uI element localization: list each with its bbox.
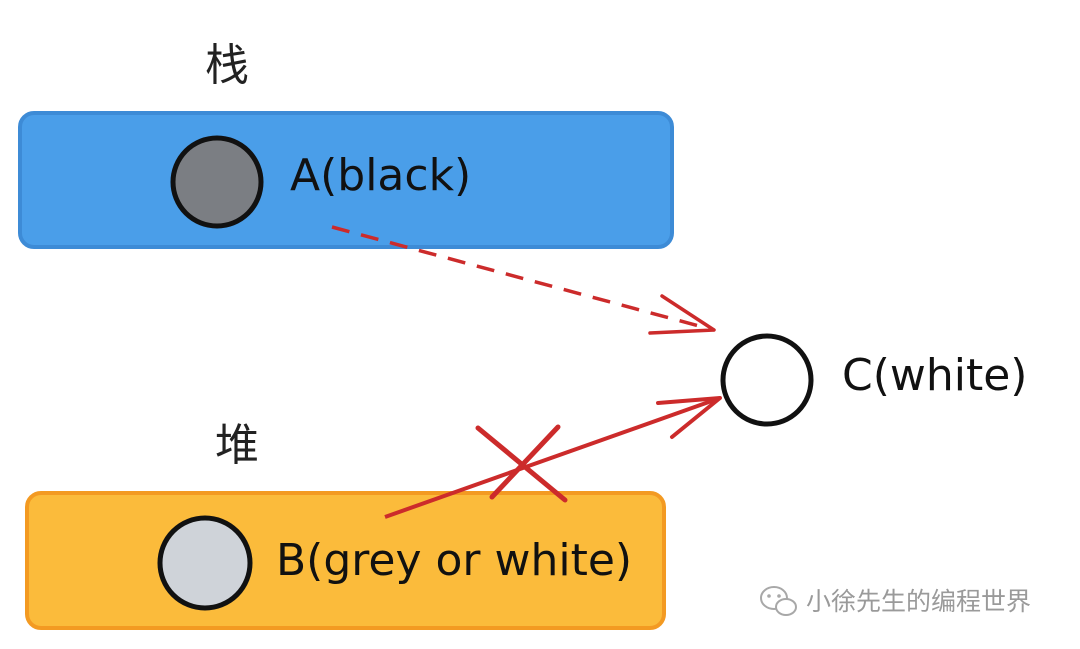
heap-title: 堆 — [215, 420, 259, 471]
stack-title: 栈 — [205, 40, 249, 91]
wechat-icon — [760, 586, 797, 616]
node-a-circle — [170, 135, 264, 229]
node-c-circle — [720, 333, 814, 427]
edge-a-to-c-arrowhead — [648, 294, 716, 335]
edge-a-to-c — [331, 225, 715, 332]
node-b-circle — [157, 515, 253, 611]
node-b-label: B(grey or white) — [276, 535, 632, 586]
edge-b-to-c — [384, 396, 721, 519]
cross-mark-icon — [475, 424, 568, 503]
edge-b-to-c-arrowhead — [656, 396, 722, 439]
watermark-text: 小徐先生的编程世界 — [806, 587, 1031, 616]
node-a-label: A(black) — [290, 150, 471, 201]
node-c-label: C(white) — [842, 350, 1027, 401]
